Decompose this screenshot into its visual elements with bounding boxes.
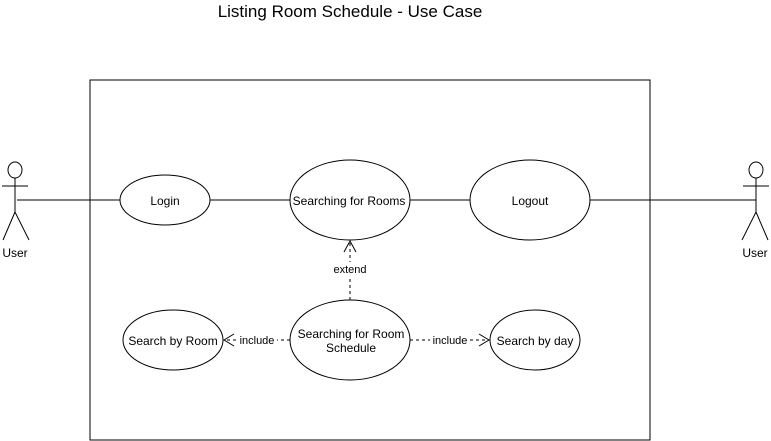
system-boundary: [89, 79, 651, 441]
actor-user-right-label: User: [742, 246, 767, 260]
use-case-schedule-label-line1: Searching for Room: [298, 327, 405, 341]
actor-icon: [2, 161, 30, 241]
use-case-schedule-label-line2: Schedule: [326, 341, 376, 355]
use-case-search-by-room-label: Search by Room: [128, 334, 217, 348]
use-case-searching-rooms-label: Searching for Rooms: [293, 194, 406, 208]
use-case-searching-room-schedule[interactable]: Searching for Room Schedule: [289, 299, 411, 381]
extend-relation: extend: [330, 239, 370, 300]
use-case-logout-label: Logout: [512, 194, 549, 208]
actor-icon: [741, 161, 769, 241]
diagram-title: Listing Room Schedule - Use Case: [218, 2, 483, 21]
use-case-login-label: Login: [150, 194, 179, 208]
use-case-logout[interactable]: Logout: [469, 159, 591, 241]
actor-user-left-label: User: [2, 246, 27, 260]
use-case-search-by-day-label: Search by day: [497, 334, 574, 348]
use-case-search-by-day[interactable]: Search by day: [489, 309, 581, 371]
include-relation-left: include: [223, 333, 290, 347]
actor-user-left[interactable]: User: [2, 161, 30, 260]
include-relation-right: include: [410, 333, 490, 347]
use-case-search-by-room[interactable]: Search by Room: [122, 309, 224, 371]
actor-user-right[interactable]: User: [741, 161, 769, 260]
extend-label: extend: [333, 264, 366, 276]
include-label-left: include: [240, 335, 275, 347]
include-label-right: include: [433, 335, 468, 347]
use-case-searching-rooms[interactable]: Searching for Rooms: [289, 159, 411, 241]
use-case-login[interactable]: Login: [119, 174, 211, 226]
